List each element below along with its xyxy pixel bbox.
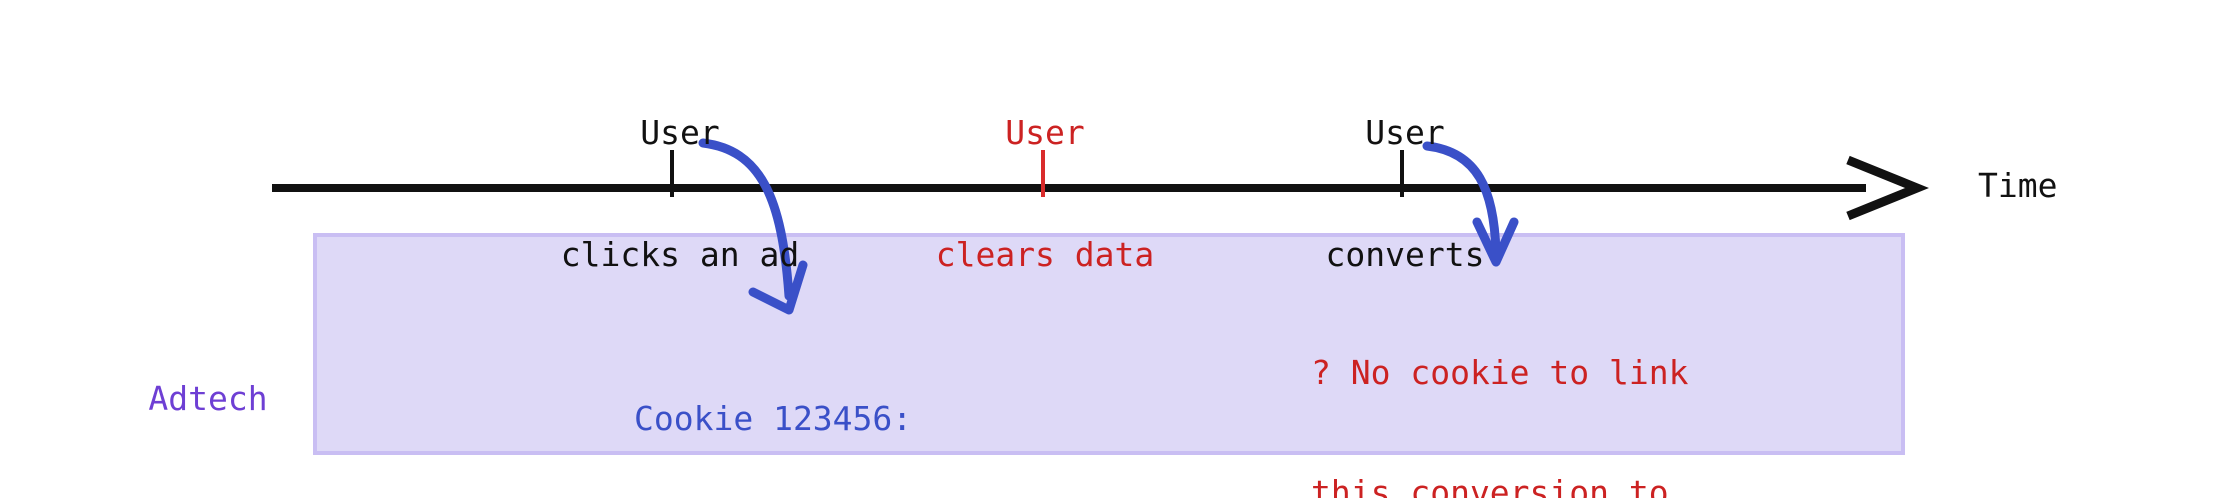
event-label-user-clears-data: User clears data: [855, 32, 1235, 357]
adtech-server-band: [313, 233, 1905, 455]
event-label-line2: converts: [1325, 234, 1485, 274]
event-label-line2: clicks an ad: [560, 234, 800, 274]
note-cookie-logged: Cookie 123456: Ad clicked: [634, 318, 912, 498]
note-conversion-lost-line1: ? No cookie to link: [1311, 352, 1689, 392]
note-cookie-logged-line1: Cookie 123456:: [634, 398, 913, 438]
note-conversion-lost: ? No cookie to link this conversion to ⇒…: [1311, 272, 1689, 498]
adtech-server-label: Adtech server: [113, 298, 303, 498]
note-conversion-lost-line2: this conversion to: [1311, 473, 1669, 498]
time-axis-arrowhead: [1846, 155, 1929, 221]
event-label-line2: clears data: [935, 234, 1155, 274]
event-label-user-converts: User converts: [1215, 32, 1595, 357]
event-label-line1: User: [1005, 113, 1085, 153]
event-label-line1: User: [1365, 113, 1445, 153]
event-label-user-clicks-an-ad: User clicks an ad: [490, 32, 870, 357]
event-label-line1: User: [640, 113, 720, 153]
time-axis-label: Time: [1978, 166, 2058, 205]
adtech-server-label-line1: Adtech: [148, 379, 268, 419]
